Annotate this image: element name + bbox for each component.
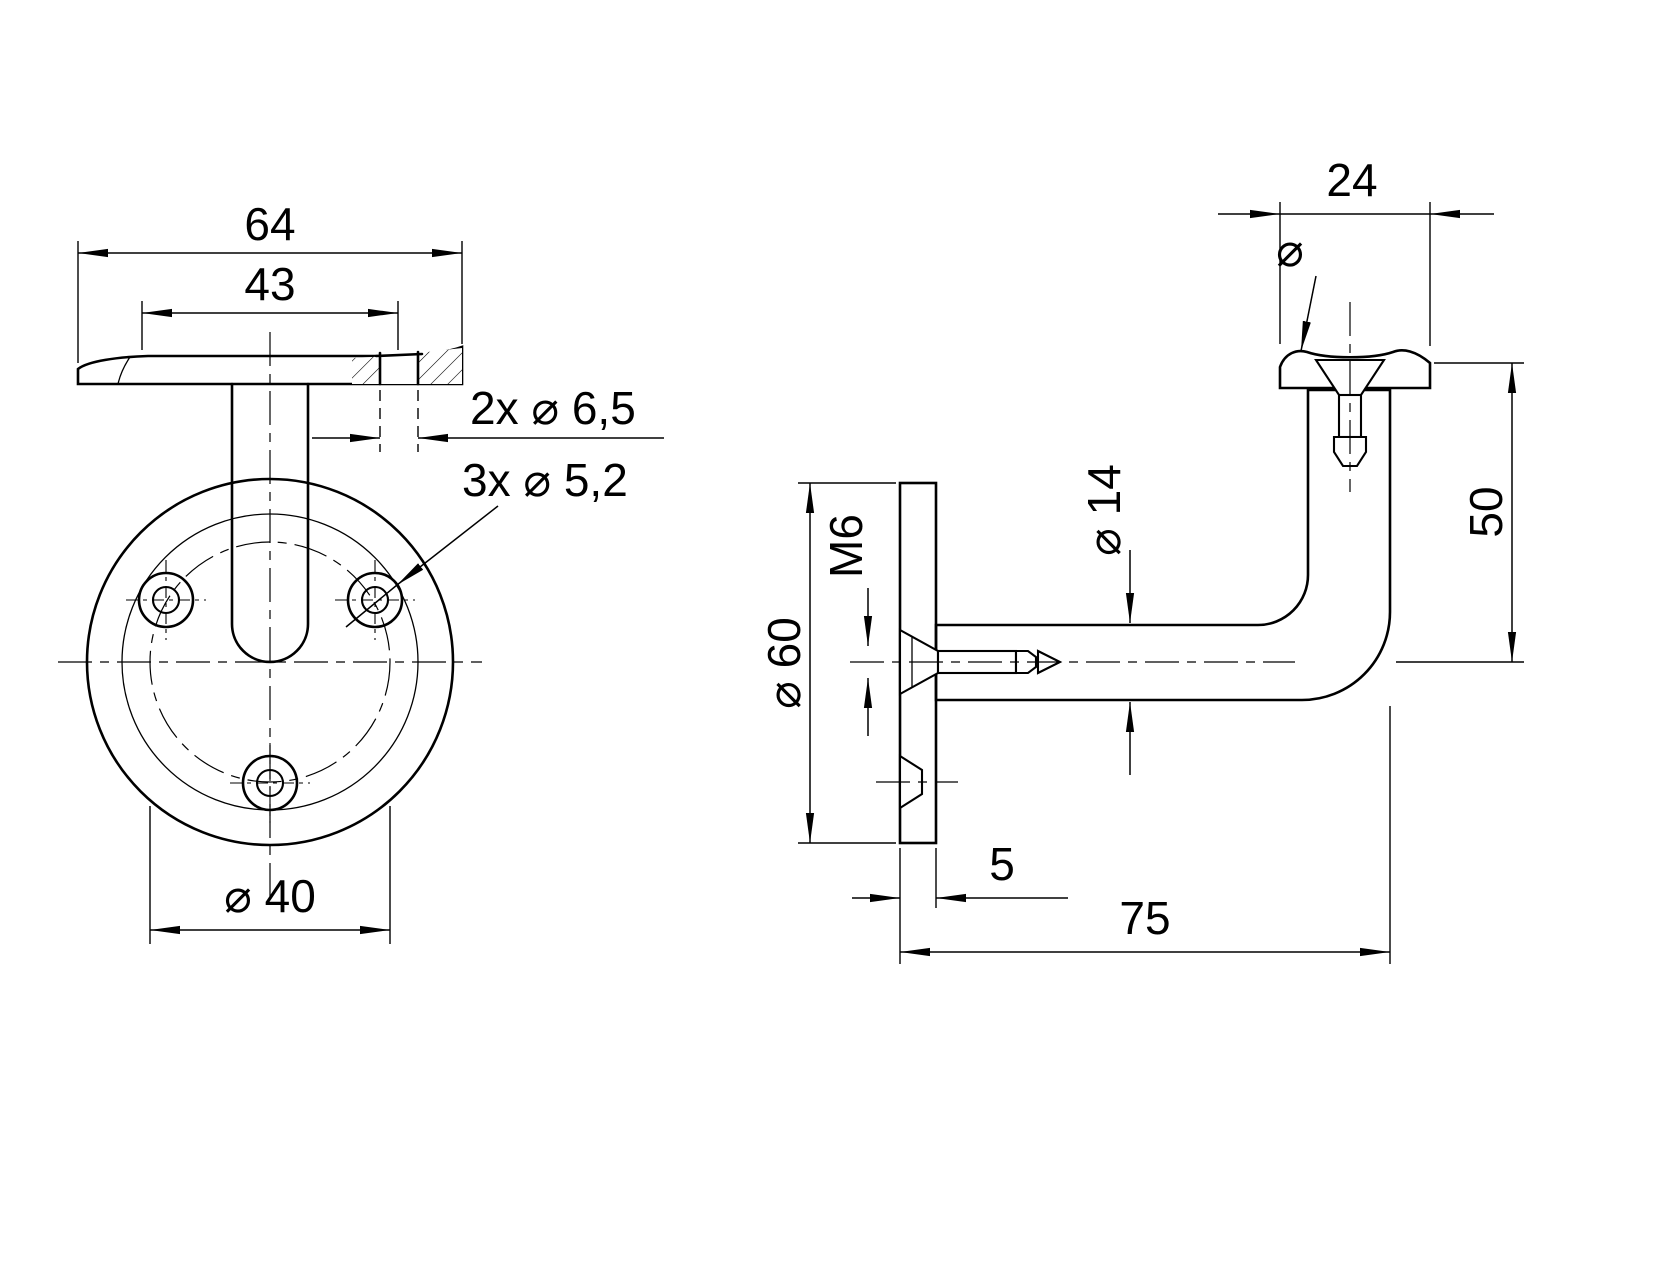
dim-bolt-circle-label: ⌀ 40 (224, 870, 316, 922)
dim-thread: M6 (820, 514, 873, 736)
dim-arm-diameter-label: ⌀ 14 (1078, 464, 1130, 556)
saddle-bend-line-left (117, 356, 131, 385)
dim-plate-diameter: ⌀ 60 (758, 482, 896, 844)
dim-flat-width: 43 (141, 258, 399, 350)
dim-saddle-holes: 2x ⌀ 6,5 (312, 382, 664, 452)
dim-plate-holes-label: 3x ⌀ 5,2 (462, 454, 628, 506)
plate-screw-hole-top-right (335, 560, 415, 640)
stem-outline (230, 382, 310, 664)
saddle-side-outline (1278, 349, 1432, 390)
dim-height: 50 (1396, 362, 1524, 663)
dim-saddle-depth: 24 (1218, 154, 1494, 346)
lower-countersunk-hole (898, 754, 924, 810)
dim-bolt-circle: ⌀ 40 (149, 806, 391, 944)
dim-thread-label: M6 (820, 514, 872, 578)
dia-callout: ⌀ (1276, 224, 1317, 352)
dim-plate-holes: 3x ⌀ 5,2 (345, 454, 628, 628)
dim-overall-depth-label: 75 (1119, 892, 1170, 944)
dim-plate-thickness-label: 5 (989, 838, 1015, 890)
dim-overall-depth: 75 (899, 706, 1391, 964)
bracket-arm-section (934, 388, 1392, 702)
dim-arm-diameter: ⌀ 14 (1078, 464, 1135, 775)
side-screw-tip (1014, 649, 1038, 675)
dim-flat-width-label: 43 (244, 258, 295, 310)
dia-callout-symbol: ⌀ (1276, 224, 1304, 276)
side-view: 24 ⌀ 50 ⌀ 14 M6 (758, 154, 1524, 964)
dim-saddle-depth-label: 24 (1326, 154, 1377, 206)
dim-height-label: 50 (1460, 486, 1512, 537)
dim-overall-width: 64 (77, 198, 463, 363)
dim-overall-width-label: 64 (244, 198, 295, 250)
saddle-top-edge (374, 352, 424, 358)
plate-screw-hole-top-left (126, 560, 206, 640)
front-view: 64 43 2x ⌀ 6,5 3x ⌀ 5,2 ⌀ 40 (58, 198, 664, 944)
saddle-hole (380, 352, 418, 384)
dim-saddle-holes-label: 2x ⌀ 6,5 (470, 382, 636, 434)
dim-plate-thickness: 5 (852, 838, 1068, 908)
dim-plate-diameter-label: ⌀ 60 (758, 617, 810, 709)
